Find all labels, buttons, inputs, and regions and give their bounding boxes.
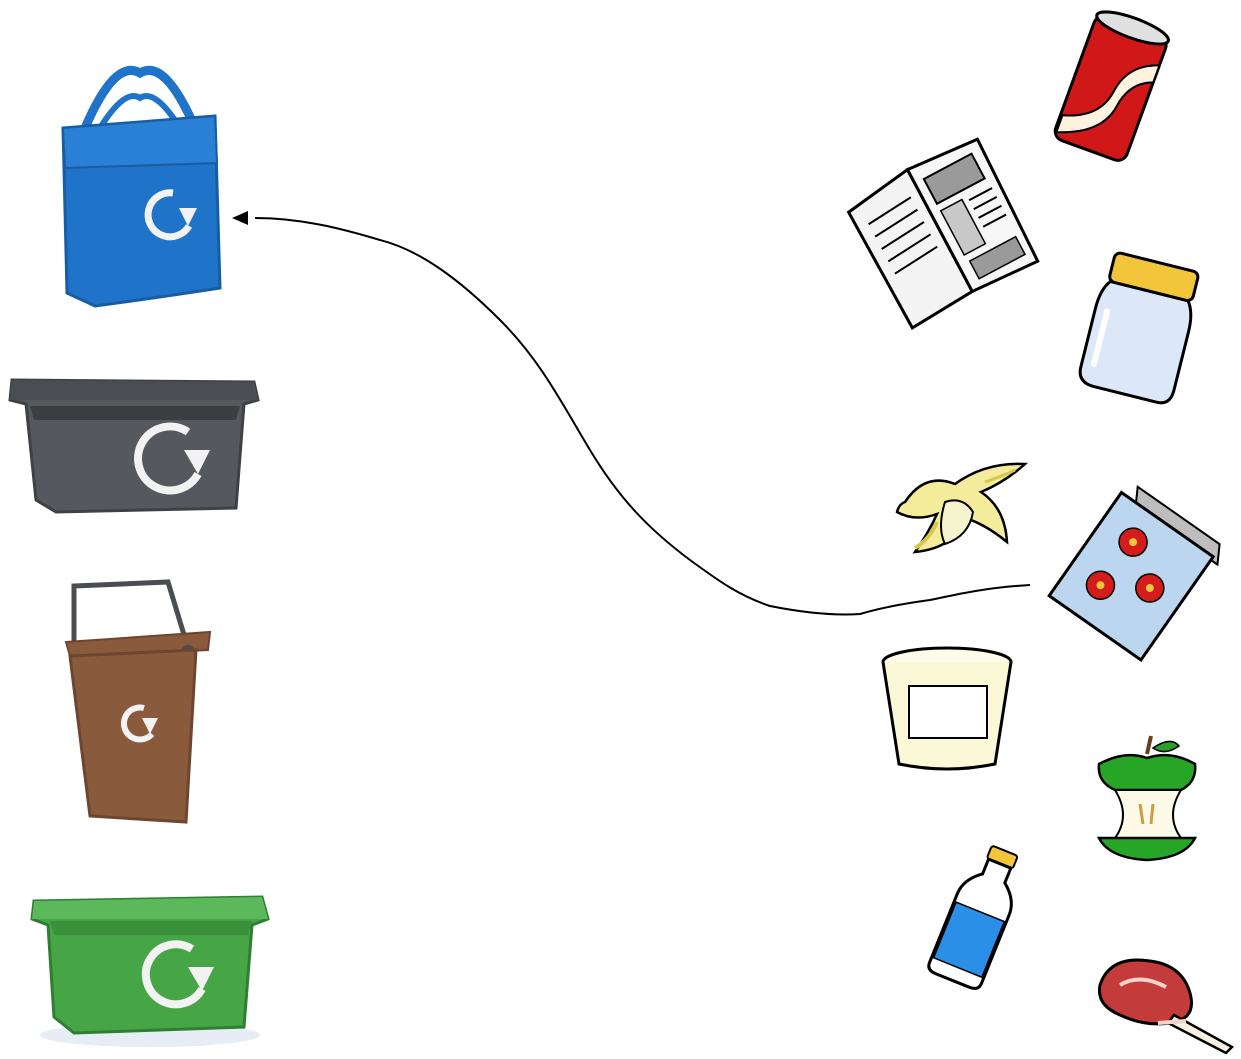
plastic-bottle[interactable] bbox=[925, 840, 1035, 990]
yoghurt-pot[interactable] bbox=[875, 640, 1020, 775]
glass-jar[interactable] bbox=[1070, 250, 1210, 405]
arrow-head-icon bbox=[232, 211, 248, 225]
newspaper[interactable] bbox=[838, 132, 1038, 322]
brown-food-caddy[interactable] bbox=[60, 580, 212, 825]
greeting-card[interactable] bbox=[1050, 480, 1225, 660]
grey-recycling-box[interactable] bbox=[8, 360, 260, 520]
drink-can[interactable] bbox=[1040, 10, 1180, 170]
meat-chop[interactable] bbox=[1090, 945, 1240, 1055]
apple-core[interactable] bbox=[1085, 730, 1210, 880]
banana-peel[interactable] bbox=[885, 452, 1035, 562]
green-recycling-box[interactable] bbox=[30, 885, 270, 1050]
blue-recycling-bag[interactable] bbox=[55, 68, 225, 308]
